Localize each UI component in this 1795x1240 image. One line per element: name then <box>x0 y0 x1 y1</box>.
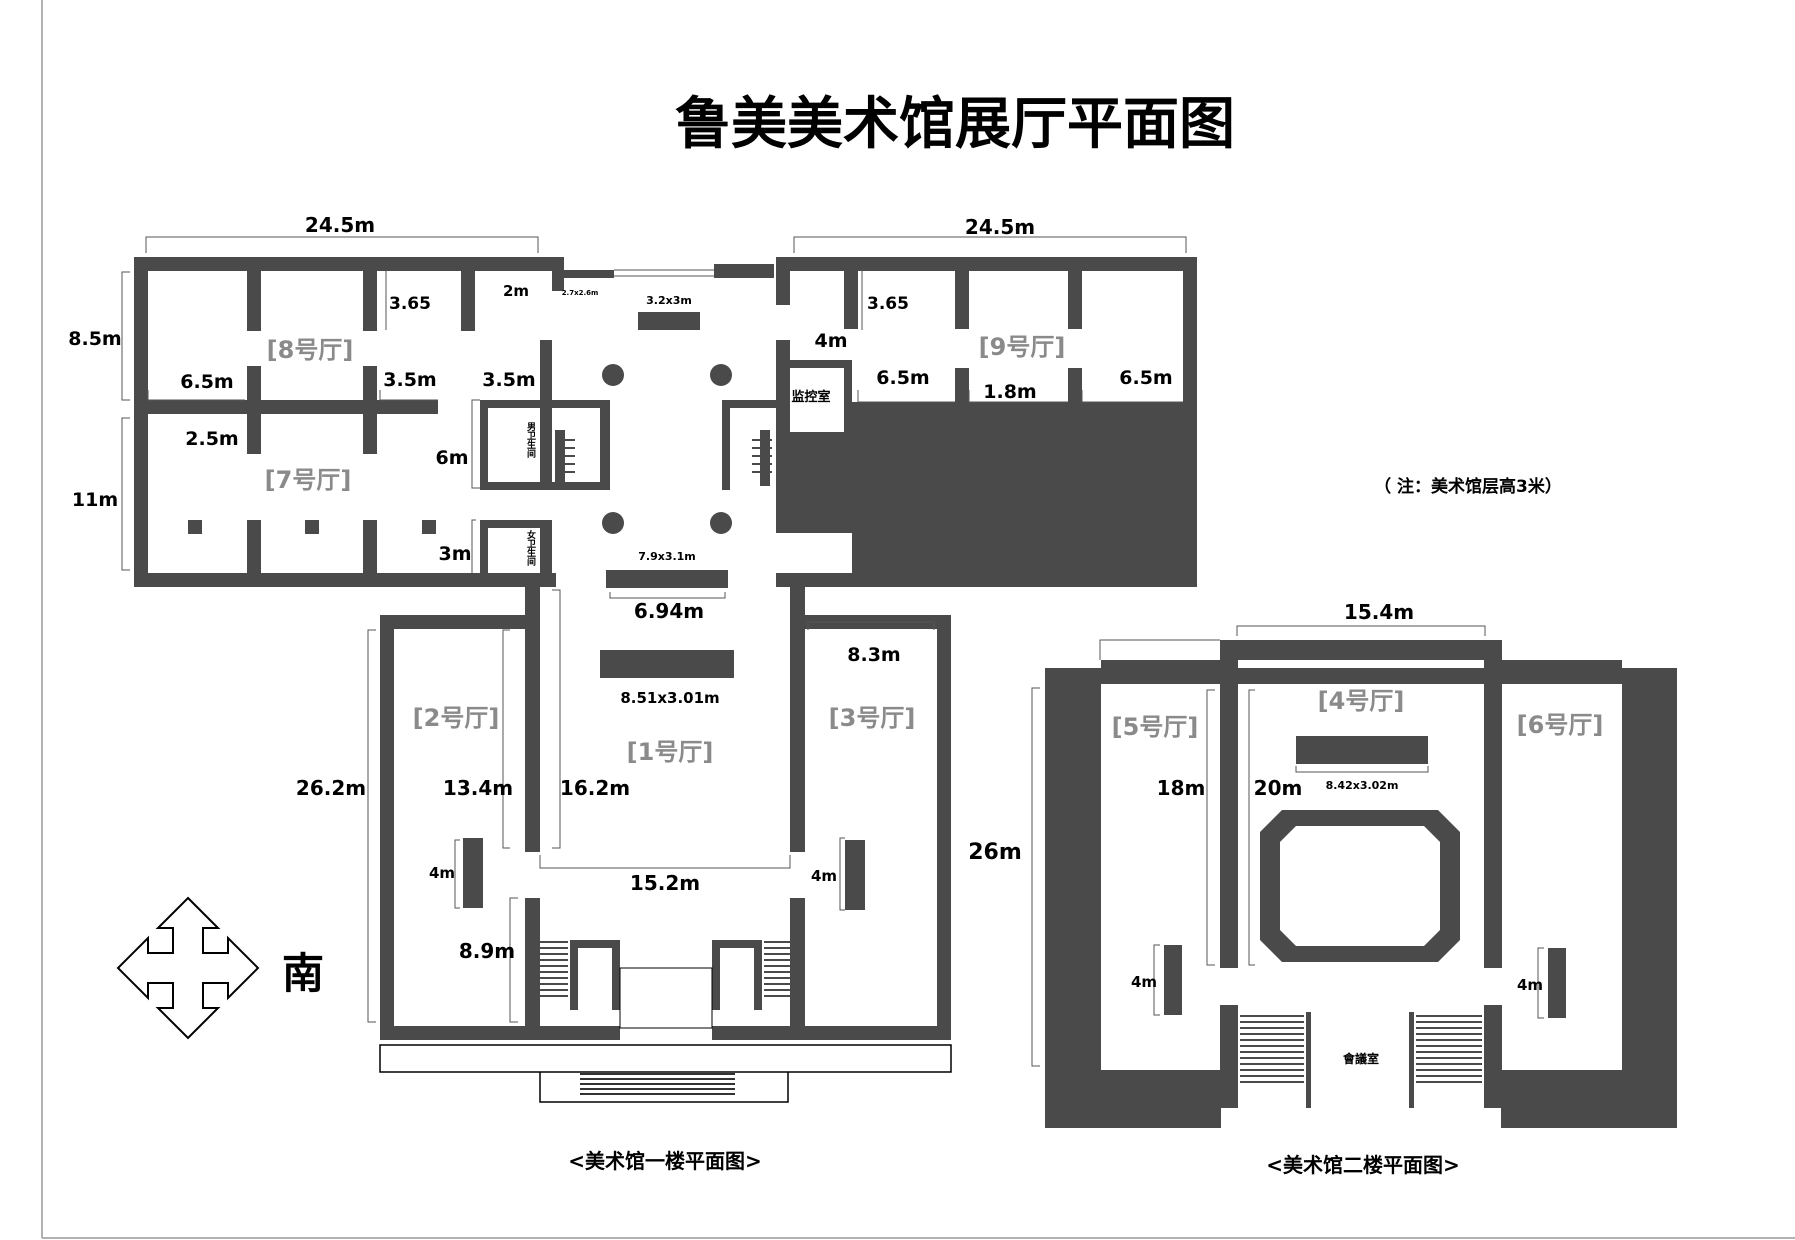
hall-6-label: [6号厅] <box>1517 711 1604 739</box>
dim-label: 6.5m <box>1119 367 1172 389</box>
dim-label: 3.65 <box>867 294 909 314</box>
dim-label: 8.42x3.02m <box>1326 779 1399 792</box>
panel-8-51x3-01m <box>600 650 734 678</box>
hall-1-label: [1号厅] <box>627 738 714 766</box>
floor1-front-steps <box>379 967 952 1103</box>
dim-label: 8.51x3.01m <box>620 689 719 707</box>
floor1-panels <box>463 312 865 910</box>
dim-label: 8.3m <box>847 644 900 666</box>
floor1-caption: <美术馆一楼平面图> <box>568 1149 762 1173</box>
floor2-panels <box>1164 736 1566 1018</box>
dim-label: 2.7x2.6m <box>562 289 599 297</box>
floor1-walls <box>134 257 1197 1040</box>
column <box>710 512 732 534</box>
floor1-dimension-lines <box>121 236 1187 1023</box>
dim-label: 1.8m <box>983 381 1036 403</box>
dim-label: 13.4m <box>443 776 513 800</box>
column <box>602 364 624 386</box>
floor2-caption: <美术馆二楼平面图> <box>1266 1153 1460 1177</box>
meeting-room-label: 會議室 <box>1343 1051 1379 1066</box>
dim-label: 6m <box>435 447 468 469</box>
hall-3-label: [3号厅] <box>829 704 916 732</box>
dim-label: 3.5m <box>383 369 436 391</box>
dim-label: 4m <box>814 330 847 352</box>
ceiling-height-note: （ 注：美术馆层高3米） <box>1374 476 1562 497</box>
dim-label: 3.65 <box>389 294 431 314</box>
dim-label: 3.2x3m <box>646 294 692 307</box>
mens-toilet-label: 男卫生间 <box>525 422 536 459</box>
panel-left-4m <box>463 838 483 908</box>
floor2-dimension-lines <box>1031 625 1544 1067</box>
compass-arrows-icon <box>116 896 260 1040</box>
panel-right-4m <box>845 840 865 910</box>
hall-5-label: [5号厅] <box>1112 713 1199 741</box>
dim-label: 4m <box>811 867 837 885</box>
womens-toilet-label: 女卫生间 <box>525 529 536 567</box>
dim-label: 4m <box>1131 973 1157 991</box>
dim-label: 26.2m <box>296 776 366 800</box>
dim-label: 6.5m <box>180 371 233 393</box>
compass-south-label: 南 <box>282 949 324 998</box>
column <box>710 364 732 386</box>
hall-9-label: [9号厅] <box>979 333 1066 361</box>
hall-8-label: [8号厅] <box>267 336 354 364</box>
monitor-room-label: 监控室 <box>791 389 830 405</box>
floor2-atrium-void <box>1280 826 1440 946</box>
page-title: 鲁美美术馆展厅平面图 <box>675 92 1235 157</box>
panel-right-4m <box>1548 948 1566 1018</box>
hall-7-label: [7号厅] <box>265 466 352 494</box>
panel-3-2x3m <box>638 312 700 330</box>
panel-8-42x3-02m <box>1296 736 1428 764</box>
dim-label: 26m <box>968 840 1022 865</box>
dim-label: 6.94m <box>634 599 704 623</box>
dim-label: 15.2m <box>630 871 700 895</box>
dim-label: 2.5m <box>185 428 238 450</box>
panel-left-4m <box>1164 945 1182 1015</box>
dim-label: 24.5m <box>965 215 1035 239</box>
dim-label: 7.9x3.1m <box>638 550 696 563</box>
column <box>602 512 624 534</box>
dim-label: 8.5m <box>68 328 121 350</box>
dim-label: 18m <box>1157 776 1206 800</box>
dim-label: 15.4m <box>1344 600 1414 624</box>
dim-label: 2m <box>503 282 529 300</box>
dim-label: 8.9m <box>459 939 515 963</box>
hall-2-label: [2号厅] <box>413 704 500 732</box>
dim-label: 24.5m <box>305 213 375 237</box>
floor1-stairs <box>540 439 790 997</box>
dim-label: 3m <box>438 543 471 565</box>
hall-4-label: [4号厅] <box>1318 687 1405 715</box>
dim-label: 4m <box>429 864 455 882</box>
dim-label: 11m <box>72 489 118 511</box>
dim-label: 20m <box>1254 776 1303 800</box>
dim-label: 4m <box>1517 976 1543 994</box>
dim-label: 3.5m <box>482 369 535 391</box>
floor2-stairs <box>1240 1015 1482 1083</box>
panel-7-9x3-1m <box>606 570 728 588</box>
dim-label: 16.2m <box>560 776 630 800</box>
dim-label: 6.5m <box>876 367 929 389</box>
